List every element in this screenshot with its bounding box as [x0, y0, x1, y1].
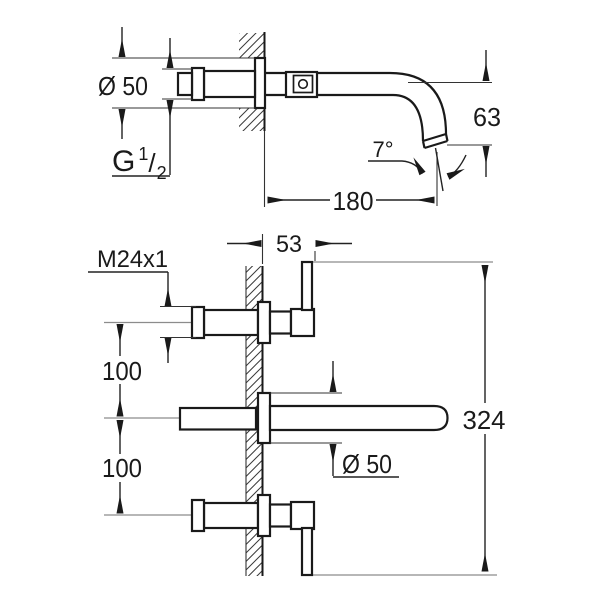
dim-escutcheon-diameter: Ø 50: [270, 361, 399, 479]
wall-hatch-lower: [239, 108, 264, 131]
lower-valve-sleeve: [268, 503, 293, 528]
valve-thread-label: M24x1: [97, 246, 168, 273]
upper-valve-body: [202, 308, 260, 337]
bottom-view: 53 M24x1 100 100 Ø 50: [88, 231, 506, 577]
dim-overall-span: 324: [463, 265, 506, 572]
upper-valve-cap: [190, 305, 206, 340]
lower-handle-hub: [289, 500, 316, 531]
handle-projection-label: 53: [276, 231, 302, 258]
lower-escutcheon: [256, 493, 272, 538]
dim-handle-projection: 53: [227, 231, 352, 264]
lower-valve-assembly: [190, 493, 316, 577]
dim-reach: 180: [263, 131, 435, 216]
thread-numerator: 1: [138, 144, 148, 164]
escutcheon-diameter-label: Ø 50: [342, 449, 392, 479]
inlet-nipple: [176, 71, 194, 97]
valve-collar: [190, 66, 206, 102]
spout-aerator-band: [421, 132, 449, 150]
spout-inner-curve: [392, 93, 425, 142]
wall-hatch-upper: [239, 33, 264, 58]
overall-span-label: 324: [463, 405, 506, 435]
reach-label: 180: [333, 186, 374, 216]
flange-diameter-label: Ø 50: [98, 71, 148, 101]
thread-denominator: 2: [157, 163, 167, 183]
outlet-drop-label: 63: [473, 102, 501, 132]
valve-body: [202, 69, 257, 99]
spout-inlet-body: [178, 406, 258, 431]
spout-escutcheon: [256, 391, 272, 445]
thread-prefix: G: [112, 145, 135, 178]
reference-lines: [104, 261, 497, 576]
outlet-angle-label: 7°: [372, 137, 393, 162]
lower-valve-body: [202, 501, 260, 530]
upper-handle-lever: [300, 260, 314, 312]
dim-valve-thread: M24x1: [88, 246, 196, 363]
dim-outlet-angle: 7°: [368, 137, 467, 206]
upper-spacing-label: 100: [102, 356, 142, 386]
lower-handle-lever: [300, 526, 314, 577]
wall-flange-side: [253, 56, 267, 110]
dim-upper-spacing: 100: [102, 324, 142, 417]
valve-body-side: [176, 56, 267, 110]
spout-assembly-side: [265, 70, 449, 150]
thread-slash: /: [148, 148, 156, 178]
dim-outlet-drop: 63: [408, 50, 501, 177]
upper-handle-hub: [289, 307, 316, 338]
dim-lower-spacing: 100: [102, 420, 142, 514]
lower-valve-cap: [190, 498, 206, 533]
upper-valve-assembly: [190, 260, 316, 345]
set-screw-icon: [297, 78, 309, 90]
spout-assembly-front: [178, 391, 449, 445]
dim-flange-diameter-top: Ø 50: [98, 27, 255, 139]
lower-spacing-label: 100: [102, 453, 142, 483]
upper-valve-sleeve: [268, 310, 293, 335]
upper-escutcheon: [256, 300, 272, 345]
spout-tube-front: [268, 404, 449, 432]
spout-outer-curve: [389, 71, 448, 135]
